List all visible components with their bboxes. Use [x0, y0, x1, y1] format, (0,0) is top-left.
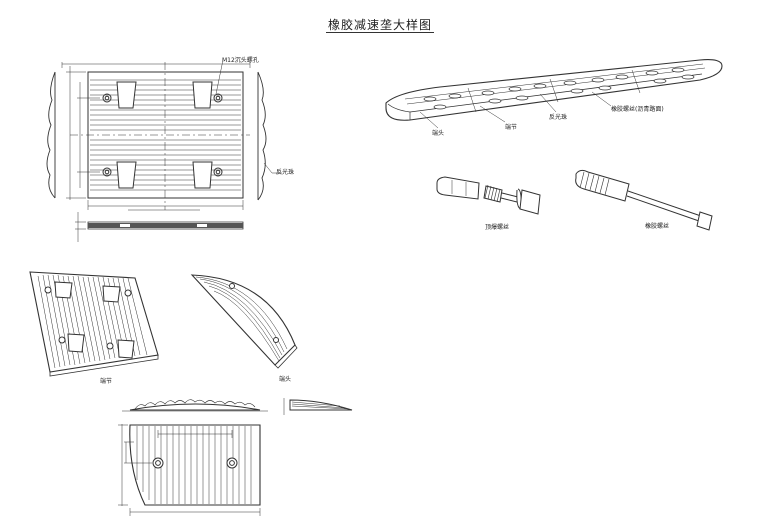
label-reflector-top: 反光珠	[276, 169, 295, 176]
end-cap-plan	[118, 424, 260, 516]
assembled-speed-hump	[386, 60, 722, 128]
caption-end-cap: 端头	[279, 376, 292, 383]
end-cap-elevation	[122, 398, 352, 415]
caption-middle-section: 端节	[100, 378, 113, 385]
bolt-hole-icon	[103, 168, 111, 176]
drawing-title: 橡胶减速垄大样图	[325, 18, 434, 33]
label-expansion-bolt: 顶爆螺丝	[485, 224, 510, 231]
middle-section-perspective	[30, 272, 158, 376]
label-middle-section: 端节	[505, 124, 518, 131]
bolt-hole-icon	[103, 94, 111, 102]
bolt-hole-icon	[214, 168, 222, 176]
label-end-cap: 端头	[432, 130, 445, 137]
label-rubber-bolt: 橡胶螺丝	[645, 223, 670, 230]
expansion-bolt	[437, 177, 540, 214]
label-rubber-bolt-road: 橡胶螺丝(沥青路面)	[611, 106, 664, 113]
label-reflector: 反光珠	[549, 114, 568, 121]
plan-view-middle-section	[47, 60, 282, 242]
label-bolt-hole: M12沉头螺孔	[222, 57, 259, 64]
end-cap-perspective	[192, 275, 297, 368]
rubber-bolt	[576, 170, 712, 230]
bolt-hole-icon	[214, 94, 222, 102]
